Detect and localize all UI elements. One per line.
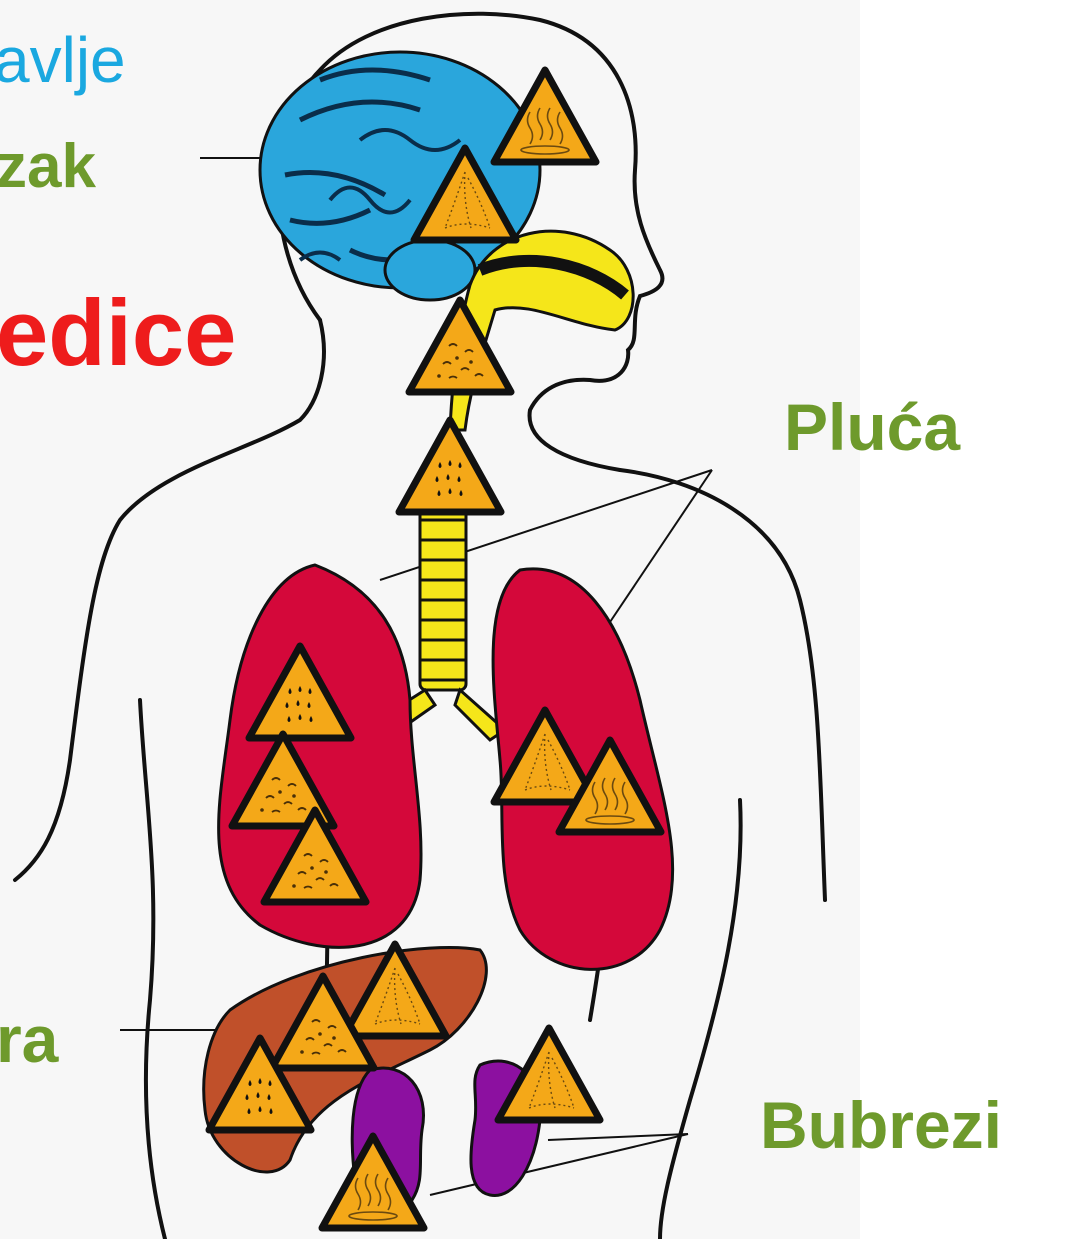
label-kidneys: Bubrezi bbox=[760, 1092, 1002, 1158]
droplets-hazard-icon bbox=[399, 420, 501, 512]
label-effects: edice bbox=[0, 286, 236, 380]
label-brain: zak bbox=[0, 136, 96, 198]
dust-hazard-icon bbox=[409, 300, 511, 392]
label-lungs: Pluća bbox=[784, 394, 960, 460]
label-liver: ra bbox=[0, 1006, 58, 1072]
label-head: avlje bbox=[0, 28, 126, 92]
